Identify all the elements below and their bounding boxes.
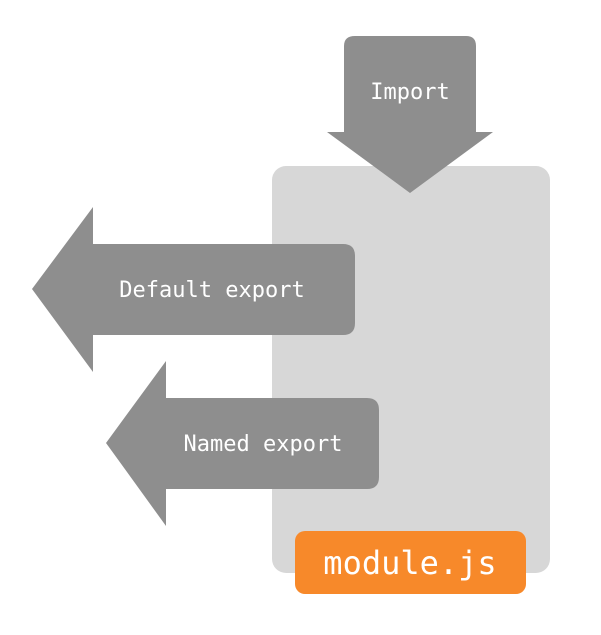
default-export-arrow: Default export bbox=[32, 207, 355, 372]
module-badge: module.js bbox=[295, 531, 526, 594]
default-export-arrow-shape bbox=[32, 207, 355, 372]
module-label: module.js bbox=[323, 544, 496, 582]
module-body bbox=[272, 166, 550, 573]
module-badge-background bbox=[295, 531, 526, 594]
default-export-label: Default export bbox=[119, 278, 304, 303]
import-arrow-shape bbox=[327, 36, 493, 193]
import-arrow: Import bbox=[327, 36, 493, 193]
named-export-label: Named export bbox=[184, 432, 343, 457]
named-export-arrow-shape bbox=[106, 361, 379, 526]
import-label: Import bbox=[370, 80, 449, 105]
named-export-arrow: Named export bbox=[106, 361, 379, 526]
